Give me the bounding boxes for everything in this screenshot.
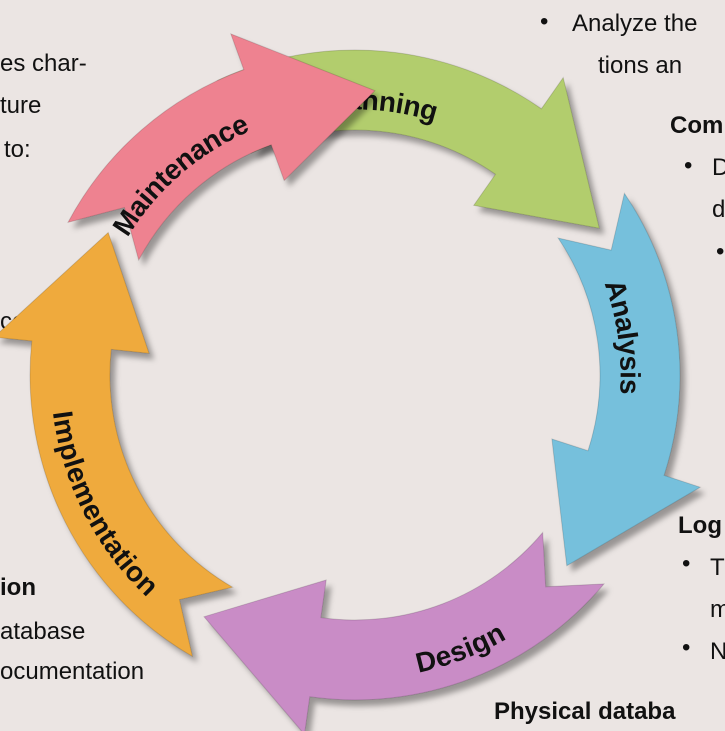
implementation-arrow [0,231,234,658]
left-text-line1: es char- [0,50,87,77]
left-text-line3: to: [4,136,31,163]
analysis-arrow [551,192,702,567]
logical-item1-line1: T [710,554,725,581]
bullet-marker: • [540,8,549,35]
right-item1-line2: d [712,196,725,223]
left-text-line2: ture [0,92,42,119]
bullet-marker: • [684,152,693,179]
logical-item2: N [710,638,725,665]
bottom-left-line2: ocumentation [0,658,145,685]
bullet-marker: • [682,550,691,577]
maintenance-arrow [67,33,376,262]
bottom-left-line1: atabase [0,618,86,645]
right-item1-line1: D [712,154,725,181]
top-right-text-line1: Analyze the [572,10,698,37]
top-right-text-line2: tions an [598,52,683,79]
design-arrow [203,531,606,731]
right-heading: Com [670,112,724,139]
logical-item1-line2: m [710,596,725,623]
logical-heading: Log [678,512,722,539]
bullet-marker: • [716,238,725,265]
bullet-marker: • [682,634,691,661]
physical-heading: Physical databa [494,698,676,725]
bottom-left-heading: ion [0,574,36,601]
